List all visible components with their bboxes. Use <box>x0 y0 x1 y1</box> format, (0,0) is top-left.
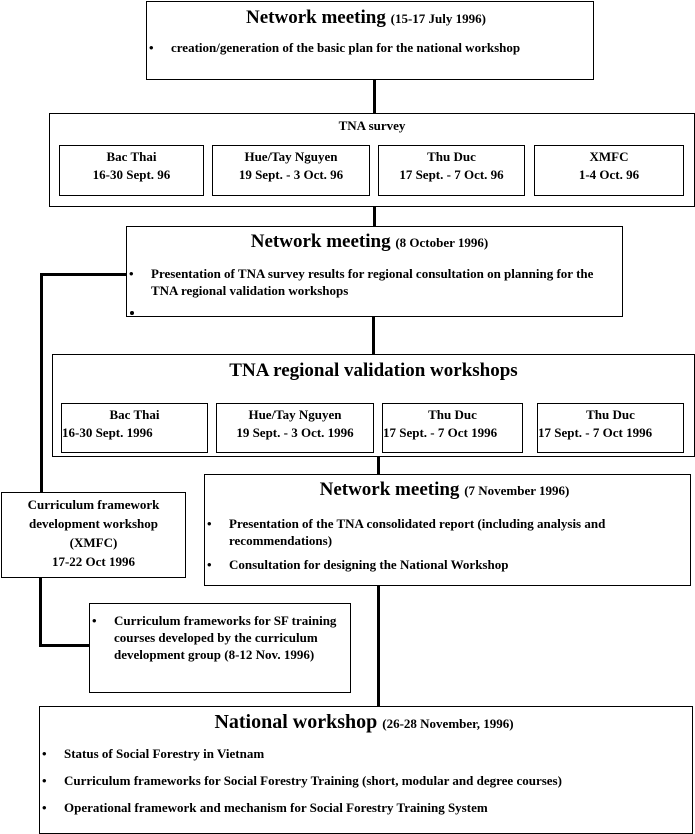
curriculum-frameworks: Curriculum frameworks for SF training co… <box>89 603 351 693</box>
site-dates: 17 Sept. - 7 Oct 1996 <box>538 425 653 440</box>
site-name: Thu Duc <box>586 407 635 422</box>
survey-site: Bac Thai 16-30 Sept. 96 <box>59 145 204 196</box>
bullet-item: Presentation of TNA survey results for r… <box>127 265 612 299</box>
workshop-name: National workshop <box>214 711 378 733</box>
connector <box>372 316 375 354</box>
network-meeting-2: Network meeting (8 October 1996) Present… <box>126 226 623 317</box>
meeting-title: Network meeting (15-17 July 1996) <box>147 6 585 31</box>
bullet-item: Curriculum frameworks for SF training co… <box>90 612 344 663</box>
site-dates: 17 Sept. - 7 Oct 1996 <box>383 425 498 440</box>
meeting-title: Network meeting (8 October 1996) <box>127 230 612 255</box>
bullet-item: Consultation for designing the National … <box>205 556 684 573</box>
meeting-date: (7 November 1996) <box>464 483 570 498</box>
bullet-item: Presentation of the TNA consolidated rep… <box>205 515 684 549</box>
curriculum-workshop: Curriculum framework development worksho… <box>1 492 186 578</box>
survey-title: TNA survey <box>338 118 406 133</box>
bullet-item: creation/generation of the basic plan fo… <box>147 39 585 56</box>
site-name: Thu Duc <box>428 407 477 422</box>
workshop-line: (XMFC) <box>69 535 118 550</box>
connector <box>377 585 380 706</box>
connector <box>373 206 376 226</box>
site-name: Bac Thai <box>109 407 160 422</box>
bullet-item: Operational framework and mechanism for … <box>40 799 688 816</box>
regional-site: Thu Duc 17 Sept. - 7 Oct 1996 <box>537 403 684 453</box>
connector <box>40 273 128 276</box>
site-dates: 16-30 Sept. 96 <box>92 167 171 182</box>
connector <box>39 644 90 647</box>
regional-title: TNA regional validation workshops <box>229 360 518 381</box>
workshop-line: 17-22 Oct 1996 <box>51 554 136 569</box>
site-name: Hue/Tay Nguyen <box>244 149 338 164</box>
bullet-item: Status of Social Forestry in Vietnam <box>40 745 688 762</box>
meeting-title: Network meeting (7 November 1996) <box>205 478 684 503</box>
meeting-date: (15-17 July 1996) <box>390 11 486 26</box>
national-title: National workshop (26-28 November, 1996) <box>40 710 688 736</box>
meeting-name: Network meeting <box>246 7 386 28</box>
site-dates: 19 Sept. - 3 Oct. 96 <box>238 167 344 182</box>
survey-site: XMFC 1-4 Oct. 96 <box>534 145 684 196</box>
meeting-name: Network meeting <box>250 231 391 252</box>
survey-site: Hue/Tay Nguyen 19 Sept. - 3 Oct. 96 <box>212 145 370 196</box>
network-meeting-1: Network meeting (15-17 July 1996) creati… <box>146 1 594 80</box>
network-meeting-3: Network meeting (7 November 1996) Presen… <box>204 474 691 586</box>
meeting-date: (8 October 1996) <box>395 235 489 250</box>
regional-site: Hue/Tay Nguyen 19 Sept. - 3 Oct. 1996 <box>216 403 374 453</box>
regional-site: Thu Duc 17 Sept. - 7 Oct 1996 <box>382 403 523 453</box>
site-dates: 17 Sept. - 7 Oct. 96 <box>399 167 504 182</box>
site-dates: 16-30 Sept. 1996 <box>62 425 153 440</box>
site-name: Thu Duc <box>427 149 476 164</box>
national-workshop: National workshop (26-28 November, 1996)… <box>39 706 693 834</box>
meeting-name: Network meeting <box>319 479 460 500</box>
site-dates: 19 Sept. - 3 Oct. 1996 <box>236 425 354 440</box>
site-name: XMFC <box>589 149 629 164</box>
regional-site: Bac Thai 16-30 Sept. 1996 <box>61 403 208 453</box>
connector <box>40 273 43 492</box>
workshop-line: Curriculum framework <box>27 497 160 512</box>
workshop-date: (26-28 November, 1996) <box>382 716 514 731</box>
site-dates: 1-4 Oct. 96 <box>578 167 640 182</box>
connector <box>39 577 42 647</box>
survey-site: Thu Duc 17 Sept. - 7 Oct. 96 <box>378 145 525 196</box>
connector <box>377 456 380 474</box>
bullet-dot <box>130 311 134 315</box>
tna-regional-workshops: TNA regional validation workshops Bac Th… <box>52 354 695 457</box>
connector <box>373 79 376 113</box>
tna-survey: TNA survey Bac Thai 16-30 Sept. 96 Hue/Ta… <box>49 113 695 207</box>
workshop-line: development workshop <box>29 516 158 531</box>
site-name: Bac Thai <box>106 149 157 164</box>
site-name: Hue/Tay Nguyen <box>248 407 342 422</box>
bullet-item: Curriculum frameworks for Social Forestr… <box>40 772 688 789</box>
